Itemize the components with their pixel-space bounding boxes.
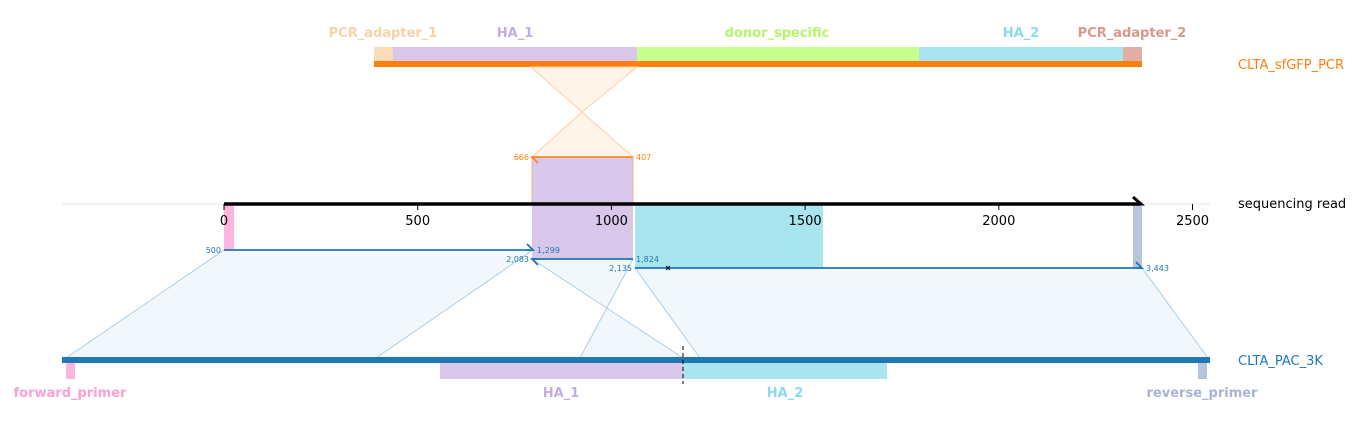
top-track: PCR_adapter_1 HA_1 donor_specific HA_2 P…	[329, 26, 1344, 73]
read-ha-1-block	[532, 157, 633, 259]
ha-2-label-top: HA_2	[1003, 26, 1040, 41]
donor-specific-label: donor_specific	[725, 26, 830, 41]
tick-label: 1500	[789, 214, 822, 229]
ha-1-label-top: HA_1	[497, 26, 534, 41]
connector-1	[64, 249, 535, 359]
read-feature-shading	[224, 157, 1142, 268]
alignment-3-start-label: 2,135	[609, 264, 632, 273]
connector-3	[634, 267, 1209, 359]
ha-1-label-bottom: HA_1	[543, 386, 580, 401]
ha-1-block	[393, 47, 637, 62]
read-ticks: 0 500 1000 1500 2000 2500	[220, 204, 1209, 229]
alignment-1-end-label: 1,299	[537, 246, 560, 255]
top-track-name: CLTA_sfGFP_PCR	[1238, 58, 1344, 73]
alignment-1-arrow	[526, 243, 536, 251]
mismatch-mark	[665, 265, 671, 271]
alignment-2-start-label: 2,083	[506, 255, 529, 264]
forward-primer-block	[66, 358, 75, 379]
bottom-alignments: 500 1,299 2,083 1,824 2,135 3,443	[206, 243, 1169, 273]
donor-specific-block	[637, 47, 919, 62]
read-name: sequencing read	[1238, 197, 1346, 212]
ha-2-block-bottom	[683, 358, 887, 379]
top-connector-upper	[529, 66, 639, 113]
top-alignment-end-label: 407	[636, 153, 651, 162]
ha-2-label-bottom: HA_2	[767, 386, 804, 401]
top-track-bar	[374, 61, 1142, 67]
alignment-2-arrow	[529, 258, 539, 266]
top-alignment: 666 407	[514, 153, 651, 204]
forward-primer-label: forward_primer	[14, 386, 128, 401]
tick-label: 0	[220, 214, 228, 229]
read-forward-primer-block	[224, 204, 234, 250]
pcr-adapter-1-label: PCR_adapter_1	[329, 26, 438, 41]
tick-label: 1000	[595, 214, 628, 229]
alignment-2-end-label: 1,824	[636, 255, 659, 264]
ha-1-block-bottom	[440, 358, 683, 379]
ha-2-block	[919, 47, 1123, 62]
read-reverse-primer-block	[1133, 204, 1142, 268]
alignment-3-end-label: 3,443	[1146, 264, 1169, 273]
tick-label: 2000	[982, 214, 1015, 229]
read-ha-2-block	[635, 204, 823, 268]
tick-label: 2500	[1176, 214, 1209, 229]
alignment-3-arrow	[1135, 261, 1145, 269]
bottom-track-bar	[62, 357, 1210, 363]
top-connector-lower	[530, 111, 635, 158]
top-connector	[529, 66, 639, 158]
alignment-1-start-label: 500	[206, 246, 221, 255]
read-track: 0 500 1000 1500 2000 2500 sequencing read	[220, 195, 1346, 229]
reverse-primer-label: reverse_primer	[1147, 386, 1259, 401]
bottom-track-name: CLTA_PAC_3K	[1238, 354, 1323, 369]
reverse-primer-block	[1198, 358, 1207, 379]
pcr-adapter-1-block	[374, 47, 393, 62]
top-alignment-arrow	[530, 156, 539, 164]
tick-label: 500	[405, 214, 430, 229]
top-alignment-start-label: 666	[514, 153, 529, 162]
bottom-track: forward_primer HA_1 HA_2 reverse_primer …	[14, 346, 1323, 401]
pcr-adapter-2-block	[1123, 47, 1142, 62]
read-arrow	[1132, 195, 1145, 206]
pcr-adapter-2-label: PCR_adapter_2	[1078, 26, 1187, 41]
